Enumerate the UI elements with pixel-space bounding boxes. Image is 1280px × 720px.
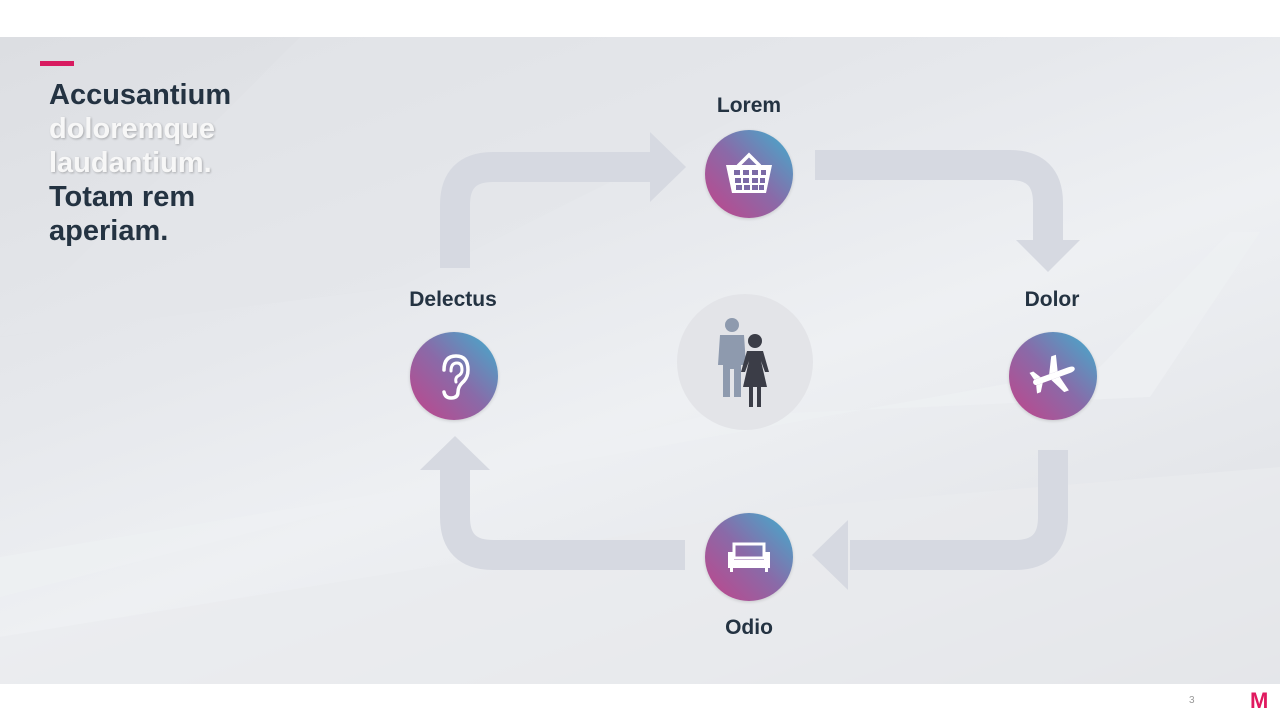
ear-icon <box>442 354 470 400</box>
title-line: laudantium. <box>49 147 212 179</box>
arrowhead <box>420 436 490 470</box>
sofa-icon <box>728 542 770 572</box>
title-line: Totam rem <box>49 181 196 213</box>
arrowhead <box>1016 240 1080 272</box>
title-accent-bar <box>40 61 74 66</box>
arrowhead <box>812 520 848 590</box>
node-odio[interactable] <box>705 513 793 601</box>
arrow-lorem-to-dolor <box>815 150 1063 245</box>
arrow-delectus-to-lorem <box>440 152 655 268</box>
arrow-dolor-to-odio <box>850 450 1068 570</box>
airplane-icon <box>1029 354 1075 394</box>
people-icon <box>718 318 769 407</box>
node-dolor[interactable] <box>1009 332 1097 420</box>
title-line: doloremque <box>49 113 215 145</box>
title-line: aperiam. <box>49 215 169 247</box>
node-lorem[interactable] <box>705 130 793 218</box>
brand-logo: M <box>1250 688 1269 713</box>
node-label-dolor: Dolor <box>1024 288 1080 311</box>
node-delectus[interactable] <box>410 332 498 420</box>
node-label-lorem: Lorem <box>716 94 782 117</box>
center-people-circle <box>677 294 813 430</box>
node-label-odio: Odio <box>725 616 773 639</box>
title-line: Accusantium <box>49 79 232 111</box>
arrowhead <box>650 132 686 202</box>
basket-icon <box>726 152 772 193</box>
page-number: 3 <box>1189 695 1195 706</box>
arrow-odio-to-delectus <box>440 468 685 570</box>
node-label-delectus: Delectus <box>409 288 497 311</box>
slide-title: Accusantium doloremque laudantium. Totam… <box>49 78 231 248</box>
